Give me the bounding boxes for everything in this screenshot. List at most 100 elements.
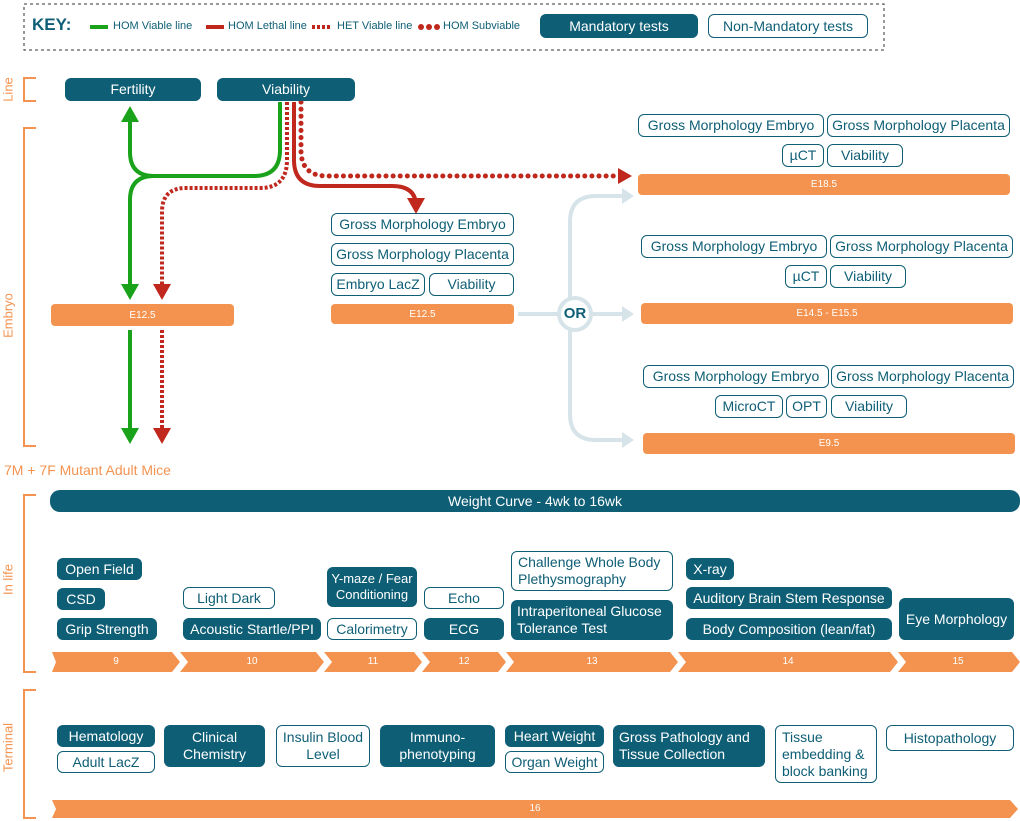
gross-pathology-box: Gross Pathology and Tissue Collection [613,725,765,767]
fertility-box: Fertility [65,78,201,101]
terminal-timeline [52,800,1018,818]
week-label-15: 15 [952,656,964,667]
section-label-terminal: Terminal [0,722,16,773]
e9-microct: MicroCT [715,395,783,418]
insulin-blood-level-box: Insulin Blood Level [276,725,370,767]
light-dark-box: Light Dark [183,587,275,609]
hematology-box: Hematology [57,725,155,747]
grip-strength-box: Grip Strength [57,618,157,640]
acoustic-startle-box: Acoustic Startle/PPI [183,618,321,640]
viability-box: Viability [217,78,355,101]
abr-box: Auditory Brain Stem Response [686,587,892,609]
body-composition-box: Body Composition (lean/fat) [686,618,892,640]
e14-bar: E14.5 - E15.5 [641,303,1013,324]
arrowhead [407,198,425,214]
xray-box: X-ray [686,558,734,580]
e18-bar: E18.5 [638,174,1010,195]
section-label-in-life: In life [0,563,16,596]
arrowhead [622,188,634,204]
hom-viable-line [128,102,282,178]
in-life-timeline [52,652,1020,672]
immunophenotyping-box: Immuno-phenotyping [380,725,495,767]
legend-hom-subviable-label: HOM Subviable [443,20,521,32]
timeline-segment [180,652,324,672]
week-label-12: 12 [458,656,470,667]
terminal-bracket [23,689,36,819]
e9-opt: OPT [786,395,827,418]
adult-lacz-box: Adult LacZ [57,751,155,773]
clinical-chemistry-box: Clinical Chemistry [164,725,265,767]
arrowhead [121,106,139,122]
ecg-box: ECG [424,618,504,640]
arrowhead [622,432,634,448]
e18-viability: Viability [827,144,903,167]
csd-box: CSD [57,588,105,610]
mid-embryo-lacz: Embryo LacZ [331,273,425,296]
e9-bar: E9.5 [643,433,1015,454]
echo-box: Echo [424,587,504,609]
week-label-16: 16 [529,803,541,814]
y-maze-box: Y-maze / Fear Conditioning [327,567,417,607]
heart-weight-box: Heart Weight [505,725,604,747]
hom-lethal-line [292,102,418,207]
or-branch [568,194,626,298]
e14-viability: Viability [830,265,906,288]
arrowhead [153,284,171,300]
legend-hom-viable-label: HOM Viable line [113,20,193,32]
key-border [23,3,885,51]
e12-bar-mid: E12.5 [331,304,514,324]
timeline-segment [678,652,898,672]
timeline-segment [422,652,506,672]
or-circle [557,296,593,332]
calorimetry-box: Calorimetry [327,618,417,640]
week-label-10: 10 [246,656,258,667]
e9-viability: Viability [831,395,907,418]
plethysmography-box: Challenge Whole Body Plethysmography [511,551,673,591]
week-label-11: 11 [367,656,379,667]
in-life-bracket [23,494,36,673]
or-branch [568,330,626,442]
open-field-box: Open Field [57,558,142,580]
e12-bar-left: E12.5 [51,304,234,326]
tissue-embedding-box: Tissue embedding & block banking [775,725,877,783]
legend-het-viable-label: HET Viable line [337,20,413,32]
e14-gross-morphology-embryo: Gross Morphology Embryo [641,235,827,258]
week-label-9: 9 [113,656,119,667]
e18-gross-morphology-placenta: Gross Morphology Placenta [827,114,1010,137]
embryo-bracket [23,127,36,447]
mid-gross-morphology-placenta: Gross Morphology Placenta [331,243,514,266]
legend-hom-lethal-label: HOM Lethal line [228,20,307,32]
e18-uct: µCT [782,144,824,167]
arrowhead [121,428,139,444]
line-bracket [23,77,36,102]
key-title: KEY: [32,15,72,34]
arrowhead [618,168,632,184]
legend-dot [418,24,424,30]
week-label-13: 13 [586,656,598,667]
or-label: OR [563,305,587,322]
het-viable-line [160,102,289,286]
arrowhead [622,306,634,322]
legend-mandatory: Mandatory tests [540,14,698,38]
hom-viable-line [128,174,155,286]
arrowhead [153,428,171,444]
mid-gross-morphology-embryo: Gross Morphology Embryo [331,213,514,236]
mid-viability: Viability [429,273,514,296]
arrowhead [121,284,139,300]
e9-gross-morphology-embryo: Gross Morphology Embryo [643,365,829,388]
hom-subviable-line [298,99,617,179]
e14-gross-morphology-placenta: Gross Morphology Placenta [830,235,1013,258]
e14-uct: µCT [785,265,827,288]
timeline-segment [506,652,678,672]
e9-gross-morphology-placenta: Gross Morphology Placenta [831,365,1014,388]
weight-curve-bar: Weight Curve - 4wk to 16wk [50,490,1020,512]
organ-weight-box: Organ Weight [505,751,604,773]
timeline-segment [324,652,422,672]
e18-gross-morphology-embryo: Gross Morphology Embryo [638,114,824,137]
timeline-segment [898,652,1020,672]
week-label-14: 14 [782,656,794,667]
histopathology-box: Histopathology [886,725,1014,751]
legend-non-mandatory: Non-Mandatory tests [708,14,868,38]
glucose-tolerance-box: Intraperitoneal Glucose Tolerance Test [511,600,673,640]
